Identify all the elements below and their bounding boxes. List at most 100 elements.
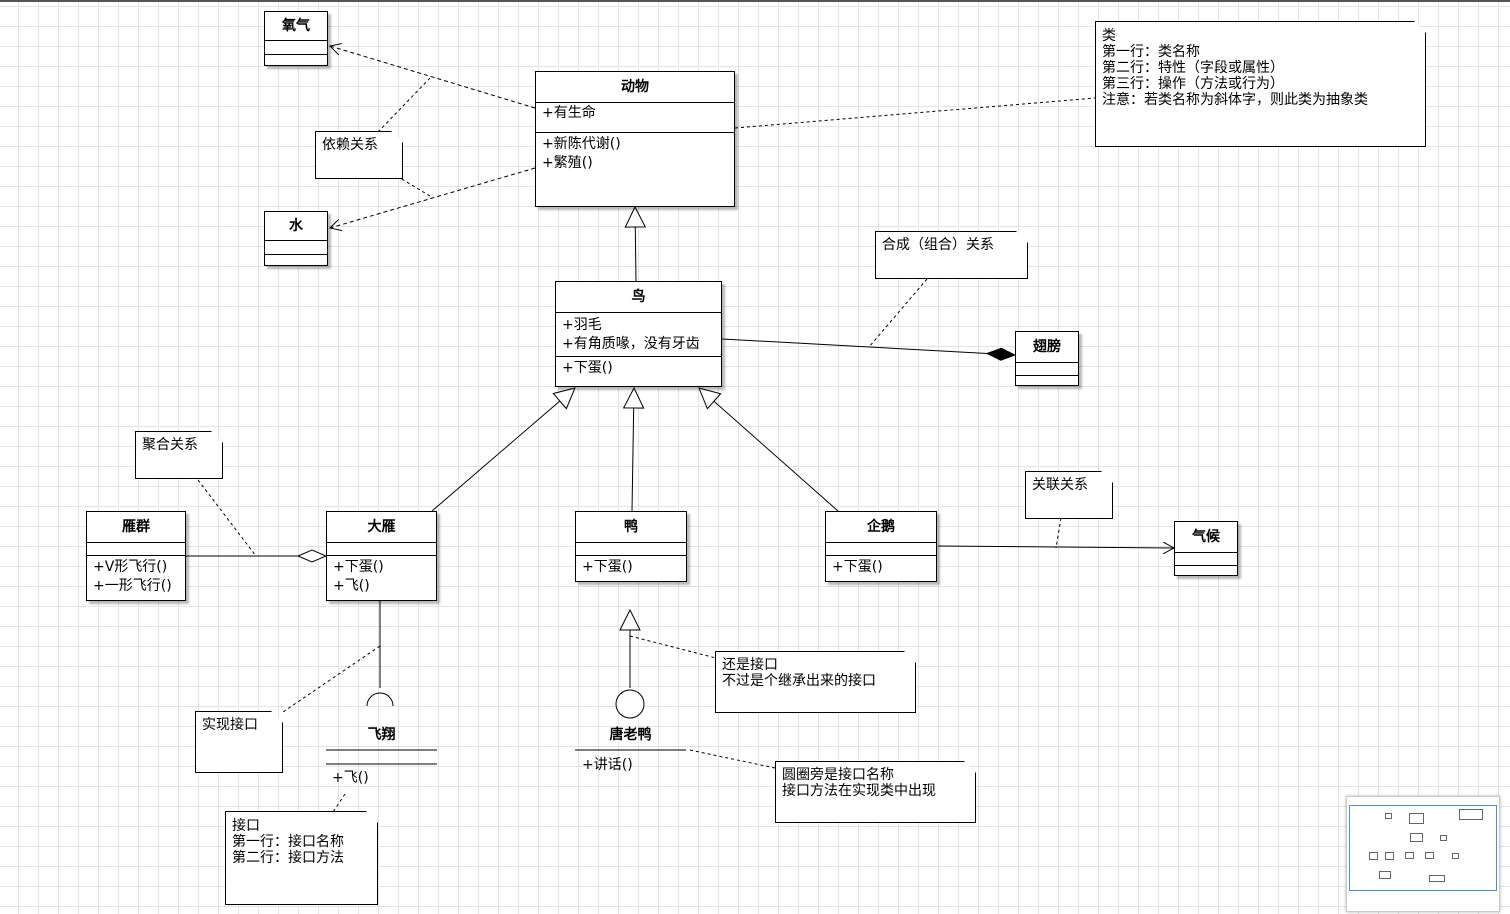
attribute: +羽毛	[562, 317, 602, 333]
note-aggregation[interactable]: 聚合关系	[135, 431, 223, 479]
note-line: 合成（组合）关系	[882, 237, 994, 253]
inherit-goose-bird[interactable]	[431, 388, 575, 512]
op-section: +下蛋()	[576, 556, 686, 577]
note-line: 实现接口	[202, 717, 258, 733]
note-class-info[interactable]: 类 第一行：类名称 第二行：特性（字段或属性） 第三行：操作（方法或行为） 注意…	[1095, 21, 1426, 147]
note-line: 依赖关系	[322, 137, 378, 153]
op-section: +新陈代谢() +繁殖()	[536, 133, 734, 173]
association-line[interactable]	[937, 546, 1174, 548]
note-line: 不过是个继承出来的接口	[722, 673, 876, 689]
dependency-water-line[interactable]	[330, 167, 536, 228]
class-wing[interactable]: 翅膀	[1015, 331, 1079, 386]
class-name: 企鹅	[826, 512, 936, 543]
attr-section	[1016, 363, 1078, 376]
minimap-shape	[1440, 835, 1447, 841]
attr-section	[265, 241, 327, 255]
class-animal[interactable]: 动物 +有生命 +新陈代谢() +繁殖()	[535, 71, 735, 207]
note-composition[interactable]: 合成（组合）关系	[875, 231, 1028, 279]
operation: +飞()	[333, 578, 370, 594]
class-name: 水	[265, 212, 327, 241]
note-line: 注意：若类名称为斜体字，则此类为抽象类	[1102, 92, 1368, 108]
op-section	[1016, 376, 1078, 387]
interface-donald-op: +讲话()	[582, 757, 633, 773]
class-name: 雁群	[87, 512, 185, 543]
note-line: 第一行：接口名称	[232, 834, 344, 850]
note-line: 第二行：特性（字段或属性）	[1102, 60, 1284, 76]
class-penguin[interactable]: 企鹅 +下蛋()	[825, 511, 937, 582]
attribute: +有角质喙，没有牙齿	[562, 336, 700, 352]
class-climate[interactable]: 气候	[1174, 521, 1238, 576]
interface-note-anchor	[332, 793, 346, 813]
op-section	[265, 55, 327, 67]
interface-fly-name[interactable]: 飞翔	[367, 727, 396, 743]
minimap-viewport[interactable]	[1349, 805, 1497, 891]
class-duck[interactable]: 鸭 +下蛋()	[575, 511, 687, 582]
minimap-shape	[1410, 833, 1423, 842]
attr-section	[576, 543, 686, 556]
operation: +新陈代谢()	[542, 136, 621, 152]
class-name: 大雁	[327, 512, 436, 543]
association-note-anchor	[1055, 517, 1062, 549]
class-name: 翅膀	[1016, 332, 1078, 363]
class-name: 鸭	[576, 512, 686, 543]
minimap-shape	[1385, 852, 1394, 860]
inherit-penguin-bird[interactable]	[699, 388, 839, 512]
interface-donald-name[interactable]: 唐老鸭	[609, 727, 652, 743]
class-name: 鸟	[556, 282, 721, 313]
note-line: 第二行：接口方法	[232, 850, 344, 866]
class-water[interactable]: 水	[264, 211, 328, 266]
op-section: +V形飞行() +一形飞行()	[87, 556, 185, 596]
class-wild-goose[interactable]: 大雁 +下蛋() +飞()	[326, 511, 437, 601]
op-section	[265, 255, 327, 267]
class-bird[interactable]: 鸟 +羽毛 +有角质喙，没有牙齿 +下蛋()	[555, 281, 722, 387]
minimap-shape	[1369, 852, 1378, 860]
attr-section: +羽毛 +有角质喙，没有牙齿	[556, 313, 721, 357]
composition-line[interactable]	[721, 338, 1015, 355]
minimap-shape	[1409, 813, 1424, 824]
aggregation-note-anchor	[197, 479, 257, 557]
note-line: 还是接口	[722, 657, 778, 673]
note-inherited-interface[interactable]: 还是接口 不过是个继承出来的接口	[715, 651, 916, 713]
minimap-shape	[1425, 852, 1434, 859]
note-lollipop[interactable]: 圆圈旁是接口名称 接口方法在实现类中出现	[775, 761, 976, 823]
class-name: 氧气	[265, 12, 327, 41]
attr-section	[327, 543, 436, 556]
op-section: +下蛋() +飞()	[327, 556, 436, 596]
lollipop-note-anchor	[689, 749, 776, 769]
note-line: 圆圈旁是接口名称	[782, 767, 894, 783]
note-line: 关联关系	[1032, 477, 1088, 493]
attr-section: +有生命	[536, 103, 734, 133]
operation: +V形飞行()	[93, 559, 168, 575]
attribute: +有生命	[542, 105, 596, 121]
note-line: 类	[1102, 28, 1116, 44]
minimap-panel[interactable]	[1346, 796, 1500, 912]
op-section: +下蛋()	[826, 556, 936, 577]
class-name: 气候	[1175, 522, 1237, 553]
operation: +下蛋()	[333, 559, 384, 575]
inherit-bird-animal[interactable]	[635, 207, 636, 282]
inherit-duck-bird[interactable]	[632, 388, 634, 512]
note-interface-info[interactable]: 接口 第一行：接口名称 第二行：接口方法	[225, 811, 378, 905]
lollipop-circle[interactable]	[615, 689, 645, 719]
note-dependency[interactable]: 依赖关系	[315, 131, 403, 179]
operation: +下蛋()	[562, 360, 613, 376]
operation: +下蛋()	[582, 559, 633, 575]
op-section	[1175, 566, 1237, 577]
attr-section	[826, 543, 936, 556]
note-association[interactable]: 关联关系	[1025, 471, 1113, 519]
dependency-note-anchor-2	[399, 177, 431, 197]
note-line: 聚合关系	[142, 437, 198, 453]
interface-fly-op: +飞()	[332, 770, 369, 786]
minimap-shape	[1429, 875, 1445, 882]
class-oxygen[interactable]: 氧气	[264, 11, 328, 66]
attr-section	[265, 41, 327, 55]
class-note-anchor	[734, 97, 1096, 129]
minimap-shape	[1379, 871, 1391, 879]
dependency-oxygen-line[interactable]	[330, 46, 536, 109]
op-section: +下蛋()	[556, 357, 721, 378]
note-realize[interactable]: 实现接口	[195, 711, 283, 773]
class-goose-group[interactable]: 雁群 +V形飞行() +一形飞行()	[86, 511, 186, 601]
note-line: 第三行：操作（方法或行为）	[1102, 76, 1284, 92]
composition-note-anchor	[868, 278, 928, 348]
note-line: 接口	[232, 818, 260, 834]
